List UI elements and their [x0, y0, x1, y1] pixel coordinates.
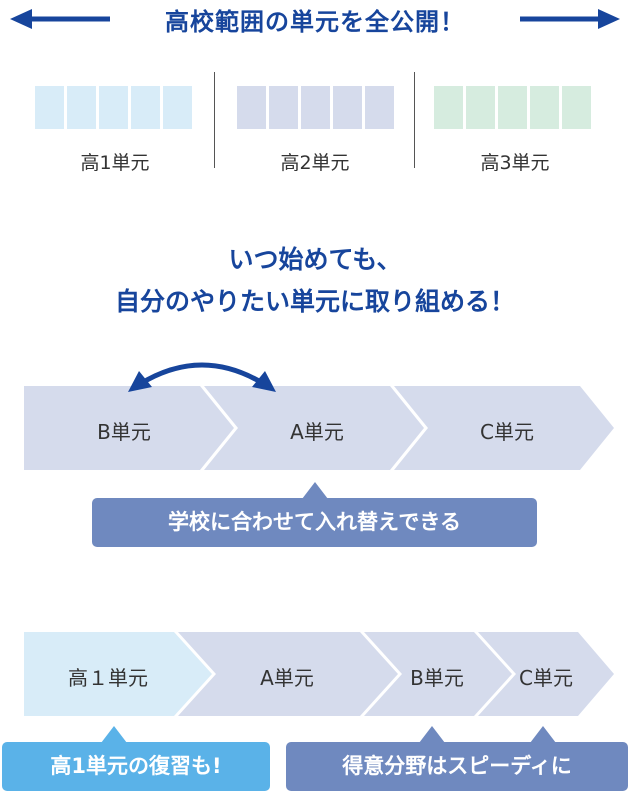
headline-line-2: 自分のやりたい単元に取り組める！ [114, 287, 515, 316]
grade-2-block [269, 86, 298, 129]
flow2-chevron-grade1 [24, 632, 212, 716]
grade-1-block [35, 86, 64, 129]
grade-2-block [365, 86, 394, 129]
header-right-arrow-icon [520, 9, 620, 29]
flow1-unit-a-label: A単元 [290, 420, 344, 444]
grade-1-label: 高1単元 [80, 152, 150, 174]
flow2-unit-a-label: A単元 [260, 666, 314, 690]
flow2-unit-b-label: B単元 [410, 666, 464, 690]
grade-3-block [562, 86, 591, 129]
header-left-arrow-icon [10, 9, 110, 29]
flow2-note-left: 高1単元の復習も! [2, 742, 270, 791]
flow2-note-right-pointer-c [530, 726, 556, 743]
flow1-note-pointer [302, 482, 328, 499]
grade-divider [414, 72, 415, 168]
swap-arrow-icon [128, 362, 276, 392]
grade-1-block [67, 86, 96, 129]
grade-1-block [131, 86, 160, 129]
flow2-unit-c-label: C単元 [519, 666, 573, 690]
grade-3-block [434, 86, 463, 129]
grade-1-block [99, 86, 128, 129]
flow1-chevron-c [394, 386, 614, 470]
flow2-note-right-pointer-b [419, 726, 445, 743]
grade-3-block [498, 86, 527, 129]
flow1-note: 学校に合わせて入れ替えできる [92, 498, 537, 547]
flow2-chevron-b [364, 632, 512, 716]
flow2-chevron-a [178, 632, 398, 716]
flow2-chevron-c [478, 632, 614, 716]
grade-2-block [301, 86, 330, 129]
grade-divider [214, 72, 215, 168]
grade-3-block [530, 86, 559, 129]
flow1-chevron-a [204, 386, 424, 470]
flow1-unit-b-label: B単元 [97, 420, 151, 444]
grade-1-block [163, 86, 192, 129]
flow2-unit-grade1-label: 高１単元 [68, 666, 148, 690]
flow1-unit-c-label: C単元 [480, 420, 534, 444]
flow1-chevron-b [24, 386, 234, 470]
headline-line-1: いつ始めても、 [228, 245, 402, 274]
grade-3-block [466, 86, 495, 129]
grade-2-block [333, 86, 362, 129]
flow2-note-right: 得意分野はスピーディに [286, 742, 628, 791]
grade-2-block [237, 86, 266, 129]
grade-3-label: 高3単元 [480, 152, 550, 174]
header-title: 高校範囲の単元を全公開！ [165, 8, 465, 36]
grade-2-label: 高2単元 [280, 152, 350, 174]
flow2-note-left-pointer [101, 726, 127, 743]
